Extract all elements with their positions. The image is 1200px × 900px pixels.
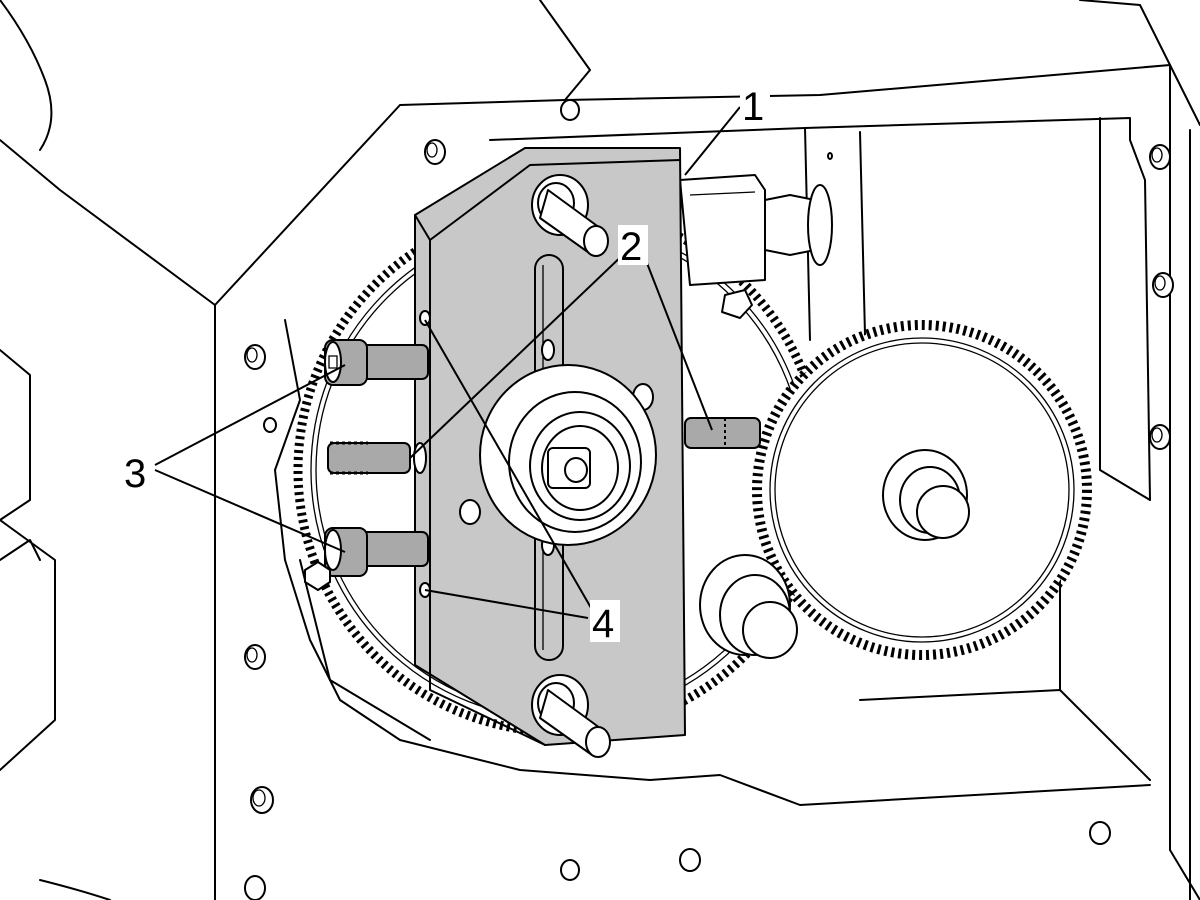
left-block	[0, 519, 56, 771]
leader-2a	[409, 249, 629, 459]
left-block-top	[0, 539, 41, 561]
plate-hole	[459, 499, 481, 525]
hole	[424, 139, 446, 165]
leader-2b	[644, 257, 713, 431]
threaded-stud-left	[327, 441, 427, 475]
window-inner-2	[859, 131, 866, 336]
callout-4: 4	[590, 600, 620, 646]
small-hex-left	[304, 561, 331, 591]
top-pin	[531, 174, 609, 257]
right-gear	[752, 320, 1092, 660]
hole	[1149, 424, 1171, 450]
clamp-bracket	[679, 174, 833, 319]
hole	[263, 417, 277, 433]
mounting-holes	[244, 99, 1174, 900]
hole	[1089, 821, 1111, 845]
left-curve	[0, 0, 53, 151]
hole	[560, 859, 580, 881]
left-bottom-curve	[39, 879, 111, 900]
small-nut	[721, 289, 753, 319]
hole	[1149, 144, 1171, 170]
hole	[250, 786, 274, 814]
hole	[244, 344, 266, 370]
leader-3a	[154, 364, 346, 466]
idler-hub	[699, 554, 798, 659]
hole	[1152, 272, 1174, 298]
callout-2: 2	[618, 225, 648, 269]
left-bracket	[0, 349, 31, 521]
leader-1	[684, 106, 741, 176]
housing-top-corner	[539, 0, 591, 101]
housing-window	[489, 117, 1151, 501]
callout-label-4: 4	[592, 602, 614, 646]
hole	[679, 848, 701, 872]
window-inner	[1099, 117, 1151, 501]
hole	[244, 644, 266, 670]
hole	[244, 875, 266, 900]
floor-edge	[859, 689, 1151, 781]
callout-label-3: 3	[124, 452, 146, 496]
housing-left-edge	[0, 139, 216, 900]
callout-3: 3	[123, 450, 153, 496]
leader-4b	[424, 589, 589, 619]
callout-label-2: 2	[620, 225, 642, 269]
hole	[560, 99, 580, 121]
gear-shaft	[916, 485, 970, 539]
housing-top-edge	[214, 64, 1200, 306]
leader-lines	[154, 106, 741, 621]
right-stud	[684, 417, 761, 449]
hole	[827, 152, 833, 160]
housing-top-right	[1079, 0, 1171, 66]
cap-screw-upper	[324, 339, 429, 386]
plate-edge	[414, 214, 546, 746]
leader-4a	[424, 319, 599, 621]
callout-label-1: 1	[742, 85, 764, 129]
housing-right-edge	[1169, 64, 1200, 900]
cavity-inner	[299, 559, 431, 741]
eccentric-boss	[479, 364, 657, 546]
bottom-pin	[531, 674, 611, 758]
plate-top-bevel	[429, 159, 681, 241]
cavity-outline	[274, 319, 1151, 806]
callout-1: 1	[740, 85, 770, 129]
leader-3b	[154, 469, 346, 553]
plate-pin-hole	[419, 310, 431, 326]
cap-screw-lower	[324, 527, 429, 577]
